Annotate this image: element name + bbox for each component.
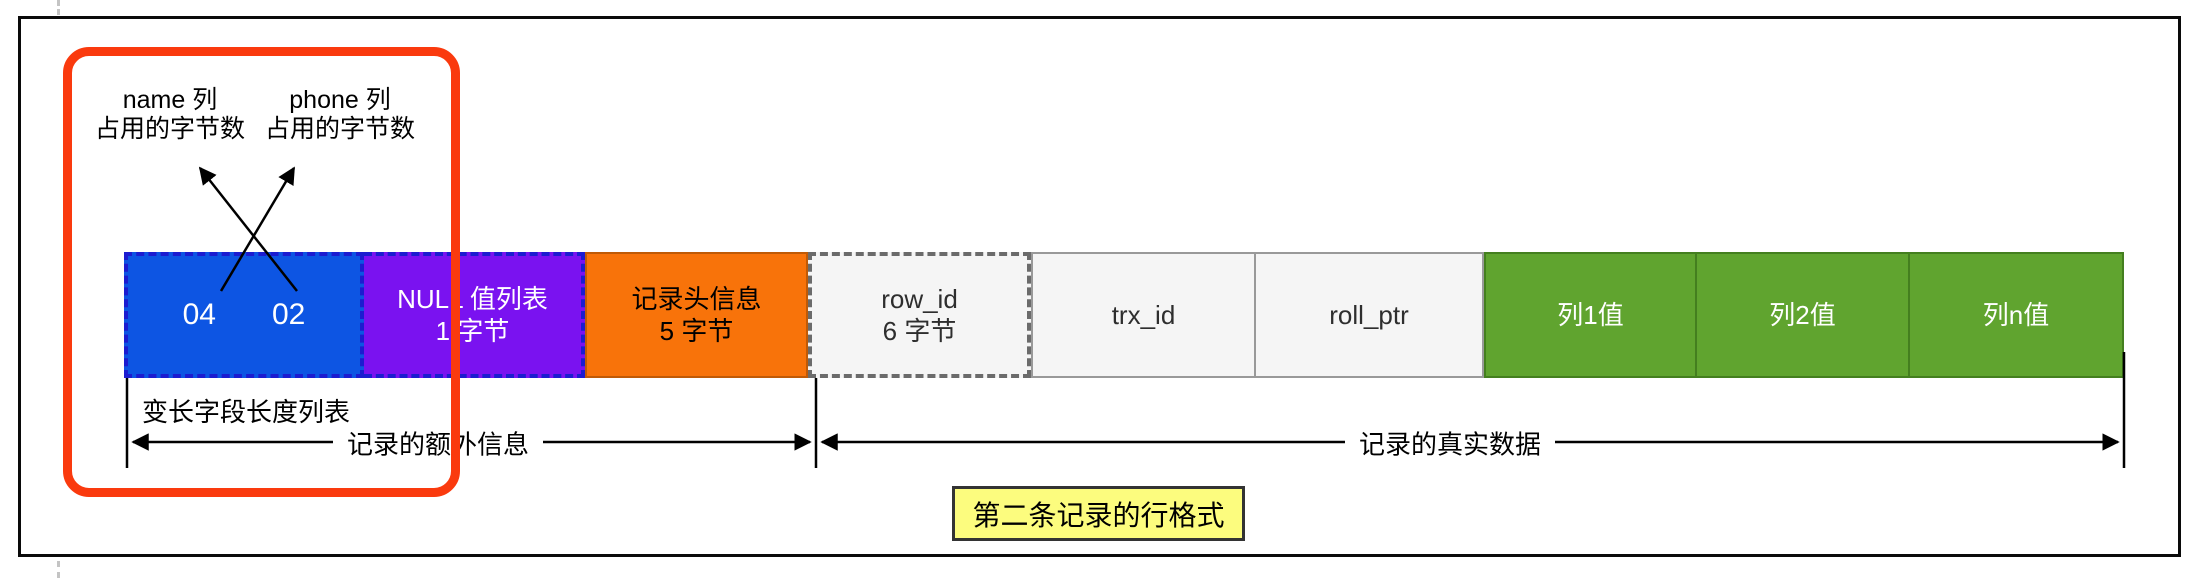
record-header-box: 记录头信息 5 字节	[585, 252, 808, 378]
page-guide-mark-bottom	[57, 561, 60, 578]
phone-column-callout: phone 列 占用的字节数	[240, 86, 440, 144]
record-header-line2: 5 字节	[659, 316, 734, 346]
column-2-value-box: 列2值	[1697, 252, 1910, 378]
column-1-label: 列1值	[1557, 300, 1624, 330]
varlen-list-label: 变长字段长度列表	[142, 397, 351, 427]
trx-id-box: trx_id	[1031, 252, 1256, 378]
roll-ptr-label: roll_ptr	[1329, 300, 1409, 330]
extra-info-label: 记录的额外信息	[332, 422, 544, 464]
varlen-byte-2: 02	[272, 298, 306, 331]
phone-callout-line2: 占用的字节数	[264, 115, 415, 143]
name-callout-line1: name 列	[122, 86, 218, 114]
trx-id-label: trx_id	[1111, 300, 1176, 330]
roll-ptr-box: roll_ptr	[1256, 252, 1484, 378]
row-id-line2: 6 字节	[882, 316, 957, 346]
name-callout-line2: 占用的字节数	[94, 115, 245, 143]
phone-callout-line1: phone 列	[289, 86, 391, 114]
caption-text: 第二条记录的行格式	[972, 499, 1225, 531]
column-2-label: 列2值	[1769, 300, 1836, 330]
varlen-byte-1: 04	[182, 298, 216, 331]
varlen-length-list-box: 04 02	[124, 252, 364, 378]
column-n-label: 列n值	[1982, 300, 2050, 330]
null-list-line2: 1 字节	[435, 316, 510, 346]
column-1-value-box: 列1值	[1484, 252, 1697, 378]
null-list-line1: NULL 值列表	[397, 284, 548, 314]
row-id-line1: row_id	[881, 284, 958, 314]
column-n-value-box: 列n值	[1910, 252, 2124, 378]
caption-box: 第二条记录的行格式	[952, 486, 1245, 541]
null-value-list-box: NULL 值列表 1 字节	[364, 252, 585, 378]
row-id-box: row_id 6 字节	[808, 252, 1031, 378]
page-guide-mark-top	[57, 0, 60, 15]
real-data-label: 记录的真实数据	[1344, 422, 1556, 464]
record-header-line1: 记录头信息	[631, 284, 762, 314]
name-column-callout: name 列 占用的字节数	[70, 86, 270, 144]
